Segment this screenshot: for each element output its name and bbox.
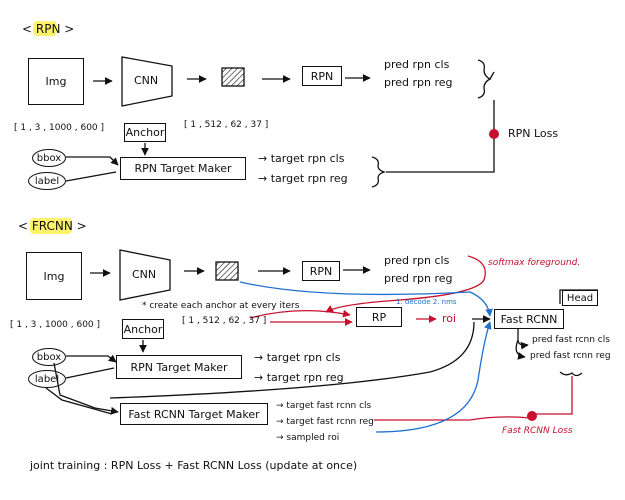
- fast-rcnn-loss-label: Fast RCNN Loss: [502, 426, 573, 436]
- rp-box: RP: [356, 307, 402, 327]
- frcnn-feature-map: [215, 261, 239, 281]
- target-fast-reg: → target fast rcnn reg: [276, 417, 374, 427]
- rpn-label-label: label: [34, 175, 60, 187]
- rpn-img-shape: [ 1 , 3 , 1000 , 600 ]: [14, 123, 105, 133]
- frcnn-label-label: label: [34, 373, 60, 385]
- roi-label: roi: [442, 312, 457, 325]
- frcnn-anchor-box: Anchor: [122, 319, 164, 339]
- frcnn-rpn-target-maker-label: RPN Target Maker: [130, 360, 228, 374]
- rpn-pred-reg: pred rpn reg: [384, 76, 453, 89]
- head-box: Head: [562, 290, 598, 306]
- rpn-header-highlight: [33, 21, 57, 36]
- joint-training-note: joint training : RPN Loss + Fast RCNN Lo…: [30, 459, 358, 472]
- rpn-img-box: Img: [28, 58, 84, 105]
- pred-fast-reg: pred fast rcnn reg: [530, 351, 611, 361]
- frcnn-label-ellipse: label: [28, 370, 66, 388]
- frcnn-target-rpn-cls: → target rpn cls: [254, 351, 341, 364]
- frcnn-anchor-label: Anchor: [123, 322, 163, 336]
- head-label: Head: [566, 292, 594, 304]
- frcnn-img-shape: [ 1 , 3 , 1000 , 600 ]: [10, 320, 101, 330]
- fast-rcnn-label: Fast RCNN: [500, 312, 558, 326]
- frcnn-rpn-target-maker-box: RPN Target Maker: [116, 355, 242, 379]
- frcnn-pred-cls: pred rpn cls: [384, 254, 450, 267]
- frcnn-img-box: Img: [26, 252, 82, 300]
- rpn-loss-dot: [489, 129, 499, 139]
- target-fast-cls: → target fast rcnn cls: [276, 401, 372, 411]
- rpn-target-maker-box: RPN Target Maker: [120, 157, 246, 180]
- frcnn-header: < FRCNN >: [18, 219, 87, 233]
- frcnn-rpn-box-label: RPN: [309, 264, 333, 278]
- frcnn-feature-shape: [ 1 , 512 , 62 , 37 ]: [182, 316, 267, 326]
- rpn-section-wires: [65, 56, 495, 188]
- anchor-note: * create each anchor at every iters: [142, 301, 300, 311]
- rpn-pred-cls: pred rpn cls: [384, 58, 450, 71]
- rpn-bbox-ellipse: bbox: [32, 149, 66, 167]
- rpn-label-ellipse: label: [28, 172, 66, 190]
- rpn-header: < RPN >: [22, 22, 75, 36]
- rpn-box: RPN: [302, 66, 342, 86]
- rpn-feature-map: [221, 67, 245, 87]
- frcnn-bbox-label: bbox: [36, 351, 62, 363]
- frcnn-section-wires: [45, 249, 598, 415]
- frcnn-pred-reg: pred rpn reg: [384, 272, 453, 285]
- decode-note: 1. decode 2. nms: [396, 298, 457, 306]
- fast-rcnn-loss-dot: [527, 411, 537, 421]
- fast-rcnn-box: Fast RCNN: [494, 309, 564, 329]
- frcnn-bbox-ellipse: bbox: [32, 348, 66, 366]
- rpn-img-label: Img: [45, 75, 67, 88]
- frcnn-header-highlight: [30, 218, 72, 234]
- rpn-target-cls: → target rpn cls: [258, 152, 345, 165]
- fast-target-maker-box: Fast RCNN Target Maker: [120, 403, 268, 425]
- rpn-feature-shape: [ 1 , 512 , 62 , 37 ]: [184, 120, 269, 130]
- frcnn-rpn-box: RPN: [302, 261, 340, 281]
- softmax-note: softmax foreground.: [488, 258, 581, 268]
- frcnn-target-rpn-reg: → target rpn reg: [254, 371, 344, 384]
- rpn-cnn-label: CNN: [134, 74, 159, 87]
- rpn-box-label: RPN: [310, 69, 334, 83]
- rpn-anchor-box: Anchor: [124, 123, 166, 142]
- frcnn-cnn-label: CNN: [132, 268, 157, 281]
- rp-label: RP: [371, 310, 387, 324]
- rpn-bbox-label: bbox: [36, 152, 62, 164]
- rpn-loss-label: RPN Loss: [508, 127, 559, 140]
- frcnn-img-label: Img: [43, 269, 65, 283]
- sampled-roi: → sampled roi: [276, 433, 340, 443]
- pred-fast-cls: pred fast rcnn cls: [532, 335, 610, 345]
- frcnn-cnn-shape: [119, 249, 171, 301]
- rpn-target-maker-label: RPN Target Maker: [134, 162, 232, 175]
- rpn-cnn-shape: [121, 56, 173, 107]
- rpn-anchor-label: Anchor: [125, 126, 165, 139]
- rpn-target-reg: → target rpn reg: [258, 172, 348, 185]
- fast-target-maker-label: Fast RCNN Target Maker: [128, 407, 260, 421]
